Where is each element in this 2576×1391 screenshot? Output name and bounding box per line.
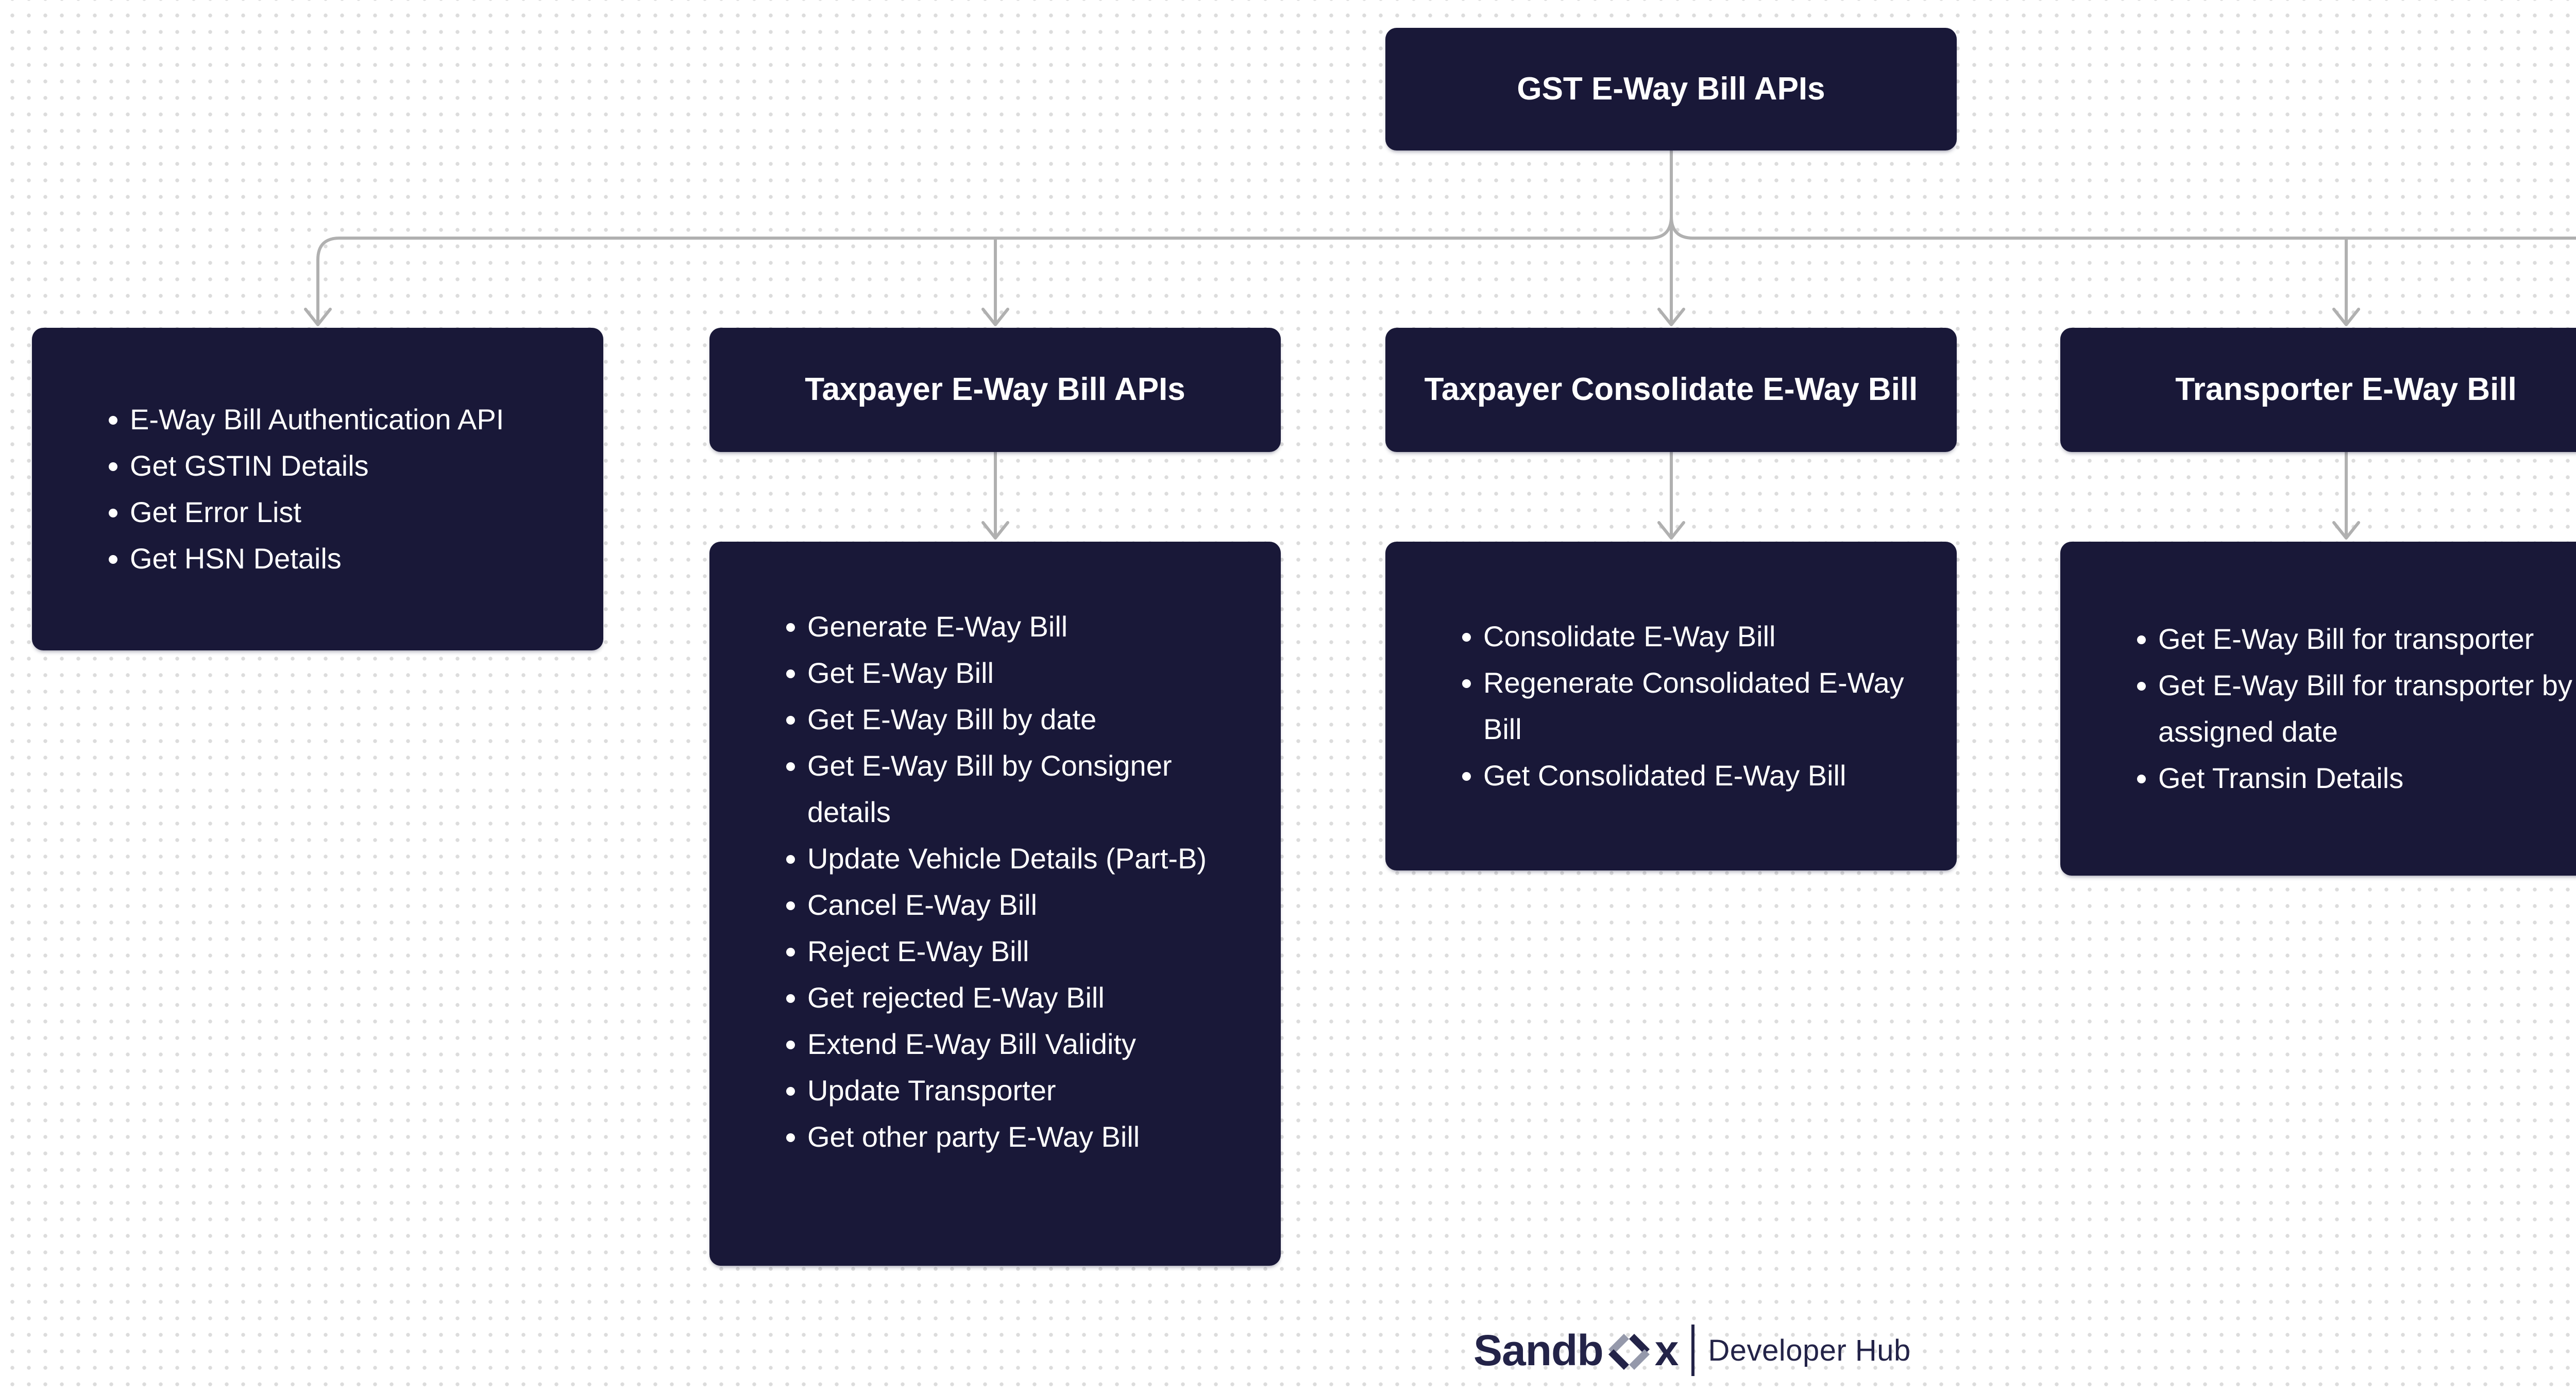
- node-root: GST E-Way Bill APIs: [1385, 28, 1957, 150]
- arrowhead-icon: [304, 308, 332, 326]
- api-list-item: Update Transporter: [807, 1067, 1260, 1114]
- api-list-item: Get E-Way Bill: [807, 650, 1260, 696]
- arrowhead-icon: [981, 521, 1009, 540]
- node-taxpayer-consolidate-eway-bill: Taxpayer Consolidate E-Way Bill: [1385, 328, 1957, 452]
- api-list-item: Consolidate E-Way Bill: [1483, 613, 1936, 660]
- node-transporter-eway-bill: Transporter E-Way Bill: [2060, 328, 2576, 452]
- api-list-item: Regenerate Consolidated E-Way Bill: [1483, 660, 1936, 752]
- brand-suffix: x: [1654, 1326, 1679, 1375]
- node-taxpayer-consolidate-eway-bill-list: Consolidate E-Way BillRegenerate Consoli…: [1385, 542, 1957, 870]
- node-taxpayer-eway-bill-apis-list: Generate E-Way BillGet E-Way BillGet E-W…: [709, 542, 1281, 1266]
- api-list-taxpayer-eway-bill: Generate E-Way BillGet E-Way BillGet E-W…: [709, 542, 1281, 1160]
- api-list-taxpayer-consolidate: Consolidate E-Way BillRegenerate Consoli…: [1385, 613, 1957, 799]
- arrowhead-icon: [1657, 521, 1685, 540]
- api-list-item: E-Way Bill Authentication API: [130, 396, 583, 443]
- api-list-item: Get Error List: [130, 489, 583, 535]
- api-list-item: Get rejected E-Way Bill: [807, 975, 1260, 1021]
- sandbox-logo: Sandb x Developer Hub: [1473, 1319, 1911, 1381]
- code-brackets-icon: [1608, 1334, 1650, 1370]
- api-list-item: Reject E-Way Bill: [807, 928, 1260, 975]
- brand-prefix: Sandb: [1473, 1326, 1604, 1375]
- node-authentication-list: E-Way Bill Authentication APIGet GSTIN D…: [32, 328, 603, 650]
- api-list-item: Get E-Way Bill by date: [807, 696, 1260, 743]
- node-header-title: Transporter E-Way Bill: [2175, 372, 2517, 408]
- arrowhead-icon: [2332, 521, 2360, 540]
- api-list-item: Get HSN Details: [130, 535, 583, 582]
- node-transporter-eway-bill-list: Get E-Way Bill for transporterGet E-Way …: [2060, 542, 2576, 876]
- node-taxpayer-eway-bill-apis: Taxpayer E-Way Bill APIs: [709, 328, 1281, 452]
- node-header-title: Taxpayer Consolidate E-Way Bill: [1424, 372, 1918, 408]
- api-list-item: Cancel E-Way Bill: [807, 882, 1260, 928]
- arrowhead-icon: [981, 308, 1009, 326]
- api-list-item: Extend E-Way Bill Validity: [807, 1021, 1260, 1067]
- api-list-item: Get E-Way Bill for transporter: [2158, 616, 2576, 662]
- api-list-item: Update Vehicle Details (Part-B): [807, 835, 1260, 882]
- api-list-authentication: E-Way Bill Authentication APIGet GSTIN D…: [32, 396, 603, 582]
- arrowhead-icon: [2332, 308, 2360, 326]
- arrowhead-icon: [1657, 308, 1685, 326]
- node-root-title: GST E-Way Bill APIs: [1517, 71, 1825, 107]
- api-list-item: Get other party E-Way Bill: [807, 1114, 1260, 1160]
- connector-rail-right: [1670, 215, 2576, 240]
- api-list-item: Get E-Way Bill by Consigner details: [807, 743, 1260, 835]
- api-list-item: Get Transin Details: [2158, 755, 2576, 801]
- node-header-title: Taxpayer E-Way Bill APIs: [805, 372, 1185, 408]
- connector-rail-left: [316, 215, 1673, 323]
- api-list-item: Get E-Way Bill for transporter by assign…: [2158, 662, 2576, 755]
- logo-separator: [1691, 1325, 1695, 1376]
- api-list-item: Generate E-Way Bill: [807, 604, 1260, 650]
- logo-tagline: Developer Hub: [1708, 1333, 1911, 1367]
- api-list-item: Get Consolidated E-Way Bill: [1483, 752, 1936, 799]
- api-list-item: Get GSTIN Details: [130, 443, 583, 489]
- api-list-transporter: Get E-Way Bill for transporterGet E-Way …: [2060, 616, 2576, 801]
